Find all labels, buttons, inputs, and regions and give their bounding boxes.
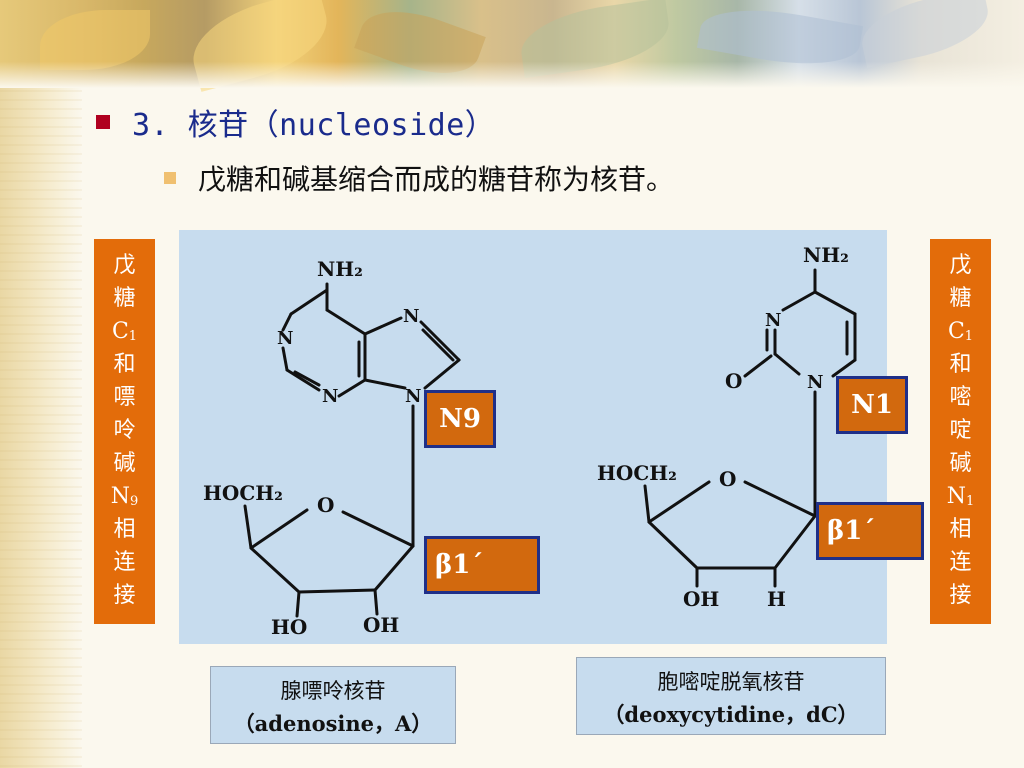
caption-cn: 腺嘌呤核苷 <box>280 679 386 703</box>
square-bullet-icon <box>96 115 110 129</box>
side-char: 相 <box>949 517 972 542</box>
tag-label: N1 <box>851 390 893 420</box>
title-row: 3. 核苷（nucleoside） <box>96 100 495 144</box>
side-char: 和 <box>113 352 136 377</box>
side-char: 戊 <box>113 253 136 278</box>
atom-label: N <box>322 386 338 407</box>
structure-diagram: NH₂ N N N N HOCH₂ O HO OH <box>203 243 857 639</box>
atom-label: NH₂ <box>803 243 849 267</box>
side-char: 糖 <box>113 286 136 311</box>
tag-label: N9 <box>439 404 481 434</box>
side-char: 接 <box>113 583 136 608</box>
side-char: 碱 <box>113 451 136 476</box>
atom-label: N <box>405 386 421 407</box>
tag-beta1-right: β1´ <box>816 502 924 560</box>
side-char: 呤 <box>113 418 136 443</box>
tag-n9: N9 <box>424 390 496 448</box>
side-char: C1 <box>111 319 138 344</box>
background-paper-left <box>0 0 82 768</box>
adenosine-structure: NH₂ N N N N HOCH₂ O HO OH <box>203 257 461 639</box>
side-char: 相 <box>113 517 136 542</box>
slide-subtitle: 戊糖和碱基缩合而成的糖苷称为核苷。 <box>198 163 675 196</box>
atom-label: N <box>807 372 823 393</box>
side-char: 碱 <box>949 451 972 476</box>
tag-beta1-left: β1´ <box>424 536 540 594</box>
side-char: N9 <box>110 484 139 509</box>
caption-adenosine: 腺嘌呤核苷 （adenosine，A） <box>210 666 456 744</box>
atom-label: O <box>725 369 742 393</box>
atom-label: N <box>403 306 419 327</box>
caption-cn: 胞嘧啶脱氧核苷 <box>657 670 805 694</box>
side-char: C1 <box>947 319 974 344</box>
slide-title: 3. 核苷（nucleoside） <box>132 108 496 143</box>
background-paper-texture <box>0 0 82 768</box>
side-note-right: 戊 糖 C1 和 嘧 啶 碱 N1 相 连 接 <box>930 239 991 624</box>
tag-n1: N1 <box>836 376 908 434</box>
atom-label: HOCH₂ <box>597 461 677 485</box>
side-char: 啶 <box>949 418 972 443</box>
side-note-left: 戊 糖 C1 和 嘌 呤 碱 N9 相 连 接 <box>94 239 155 624</box>
tag-label: β1´ <box>435 550 484 580</box>
subtitle-row: 戊糖和碱基缩合而成的糖苷称为核苷。 <box>164 158 674 198</box>
side-char: 糖 <box>949 286 972 311</box>
caption-en: （deoxycytidine，dC） <box>603 701 859 727</box>
deoxycytidine-structure: NH₂ N N O HOCH₂ O OH H <box>597 243 857 611</box>
square-bullet-icon <box>164 172 176 184</box>
caption-en: （adenosine，A） <box>233 710 433 736</box>
side-char: 嘌 <box>113 385 136 410</box>
atom-label: OH <box>363 613 399 637</box>
side-char: 接 <box>949 583 972 608</box>
atom-label: NH₂ <box>317 257 363 281</box>
side-char: 嘧 <box>949 385 972 410</box>
atom-label: N <box>277 328 293 349</box>
side-char: 戊 <box>949 253 972 278</box>
atom-label: HO <box>271 615 307 639</box>
side-char: 和 <box>949 352 972 377</box>
atom-label: OH <box>683 587 719 611</box>
atom-label: O <box>317 493 334 517</box>
atom-label: O <box>719 467 736 491</box>
background-banner-fade <box>0 0 1024 88</box>
atom-label: N <box>765 310 781 331</box>
side-char: 连 <box>113 550 136 575</box>
atom-label: H <box>767 587 786 611</box>
side-char: 连 <box>949 550 972 575</box>
side-char: N1 <box>946 484 975 509</box>
tag-label: β1´ <box>827 516 876 546</box>
caption-deoxycytidine: 胞嘧啶脱氧核苷 （deoxycytidine，dC） <box>576 657 886 735</box>
atom-label: HOCH₂ <box>203 481 283 505</box>
